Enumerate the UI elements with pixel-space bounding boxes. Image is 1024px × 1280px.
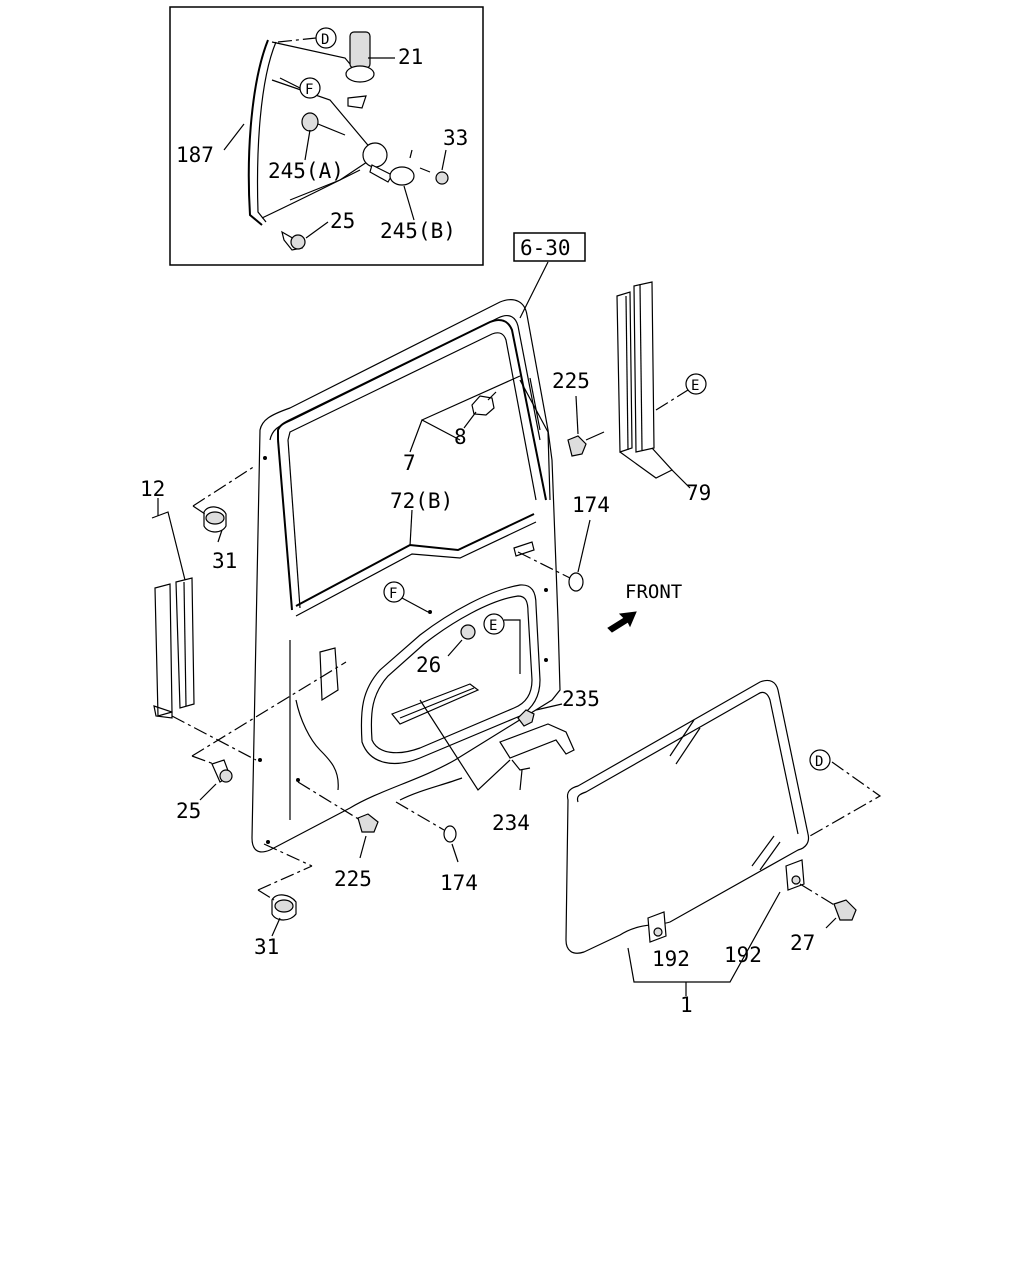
door-panel: E F [251,299,575,853]
callout-72b: 72(B) [390,489,453,513]
callout-225-bottom: 225 [334,867,372,891]
callout-21: 21 [398,45,423,69]
callout-174-bottom: 174 [440,871,478,895]
callout-225-top: 225 [552,369,590,393]
leader-lines [157,375,882,996]
callout-187: 187 [176,143,214,167]
reference-box: 6-30 [513,232,586,319]
callout-1: 1 [680,993,693,1017]
callout-7: 7 [403,451,416,475]
callout-labels: 225 8 7 79 12 72(B) 174 31 26 235 25 234… [140,369,815,1017]
bracket-234 [499,723,575,759]
callout-33: 33 [443,126,468,150]
callout-8: 8 [454,425,467,449]
circled-ref-e-right: E [691,378,699,394]
callout-174-top: 174 [572,493,610,517]
front-channel-12 [151,511,195,719]
callout-31-bottom: 31 [254,935,279,959]
rear-channel-79: E [616,281,707,489]
callout-79: 79 [686,481,711,505]
callout-25-inset: 25 [330,209,355,233]
bolt-235 [517,709,535,727]
circled-ref-f-top: F [305,82,313,98]
callout-26: 26 [416,653,441,677]
nut-26 [460,624,476,640]
regulator-motor [349,31,371,69]
circled-ref-d-top: D [321,32,329,48]
callout-192-left: 192 [652,947,690,971]
callout-192-right: 192 [724,943,762,967]
belt-molding [295,513,535,607]
glass-pane [565,679,810,954]
circled-ref-d-glass: D [815,754,823,770]
front-arrow-icon [607,611,637,633]
bolt-33 [435,171,449,185]
fasteners [203,431,857,921]
circled-ref-f-door: F [389,586,397,602]
callout-245b: 245(B) [380,219,456,243]
inset-frame [169,6,484,266]
callout-27: 27 [790,931,815,955]
callout-245a: 245(A) [268,159,344,183]
circled-ref-e-door: E [489,618,497,634]
callout-31-top: 31 [212,549,237,573]
front-direction-indicator: FRONT [607,581,682,633]
grommet-245a [301,112,319,132]
glass-channel-192-left [647,911,667,943]
callout-25-left: 25 [176,799,201,823]
door-outline [251,299,561,853]
callout-235: 235 [562,687,600,711]
front-label: FRONT [625,581,682,603]
callout-6-30: 6-30 [520,236,571,260]
regulator-rail [247,39,269,226]
callout-234: 234 [492,811,530,835]
regulator-pivot [362,142,388,168]
door-glass: D [565,679,831,954]
service-opening [360,584,541,765]
callout-12: 12 [140,477,165,501]
window-run-channel [277,319,547,501]
regulator-inset: F D 21 187 33 245(A) 245(B) 25 [169,6,484,266]
glass-channel-192-right [785,859,805,891]
